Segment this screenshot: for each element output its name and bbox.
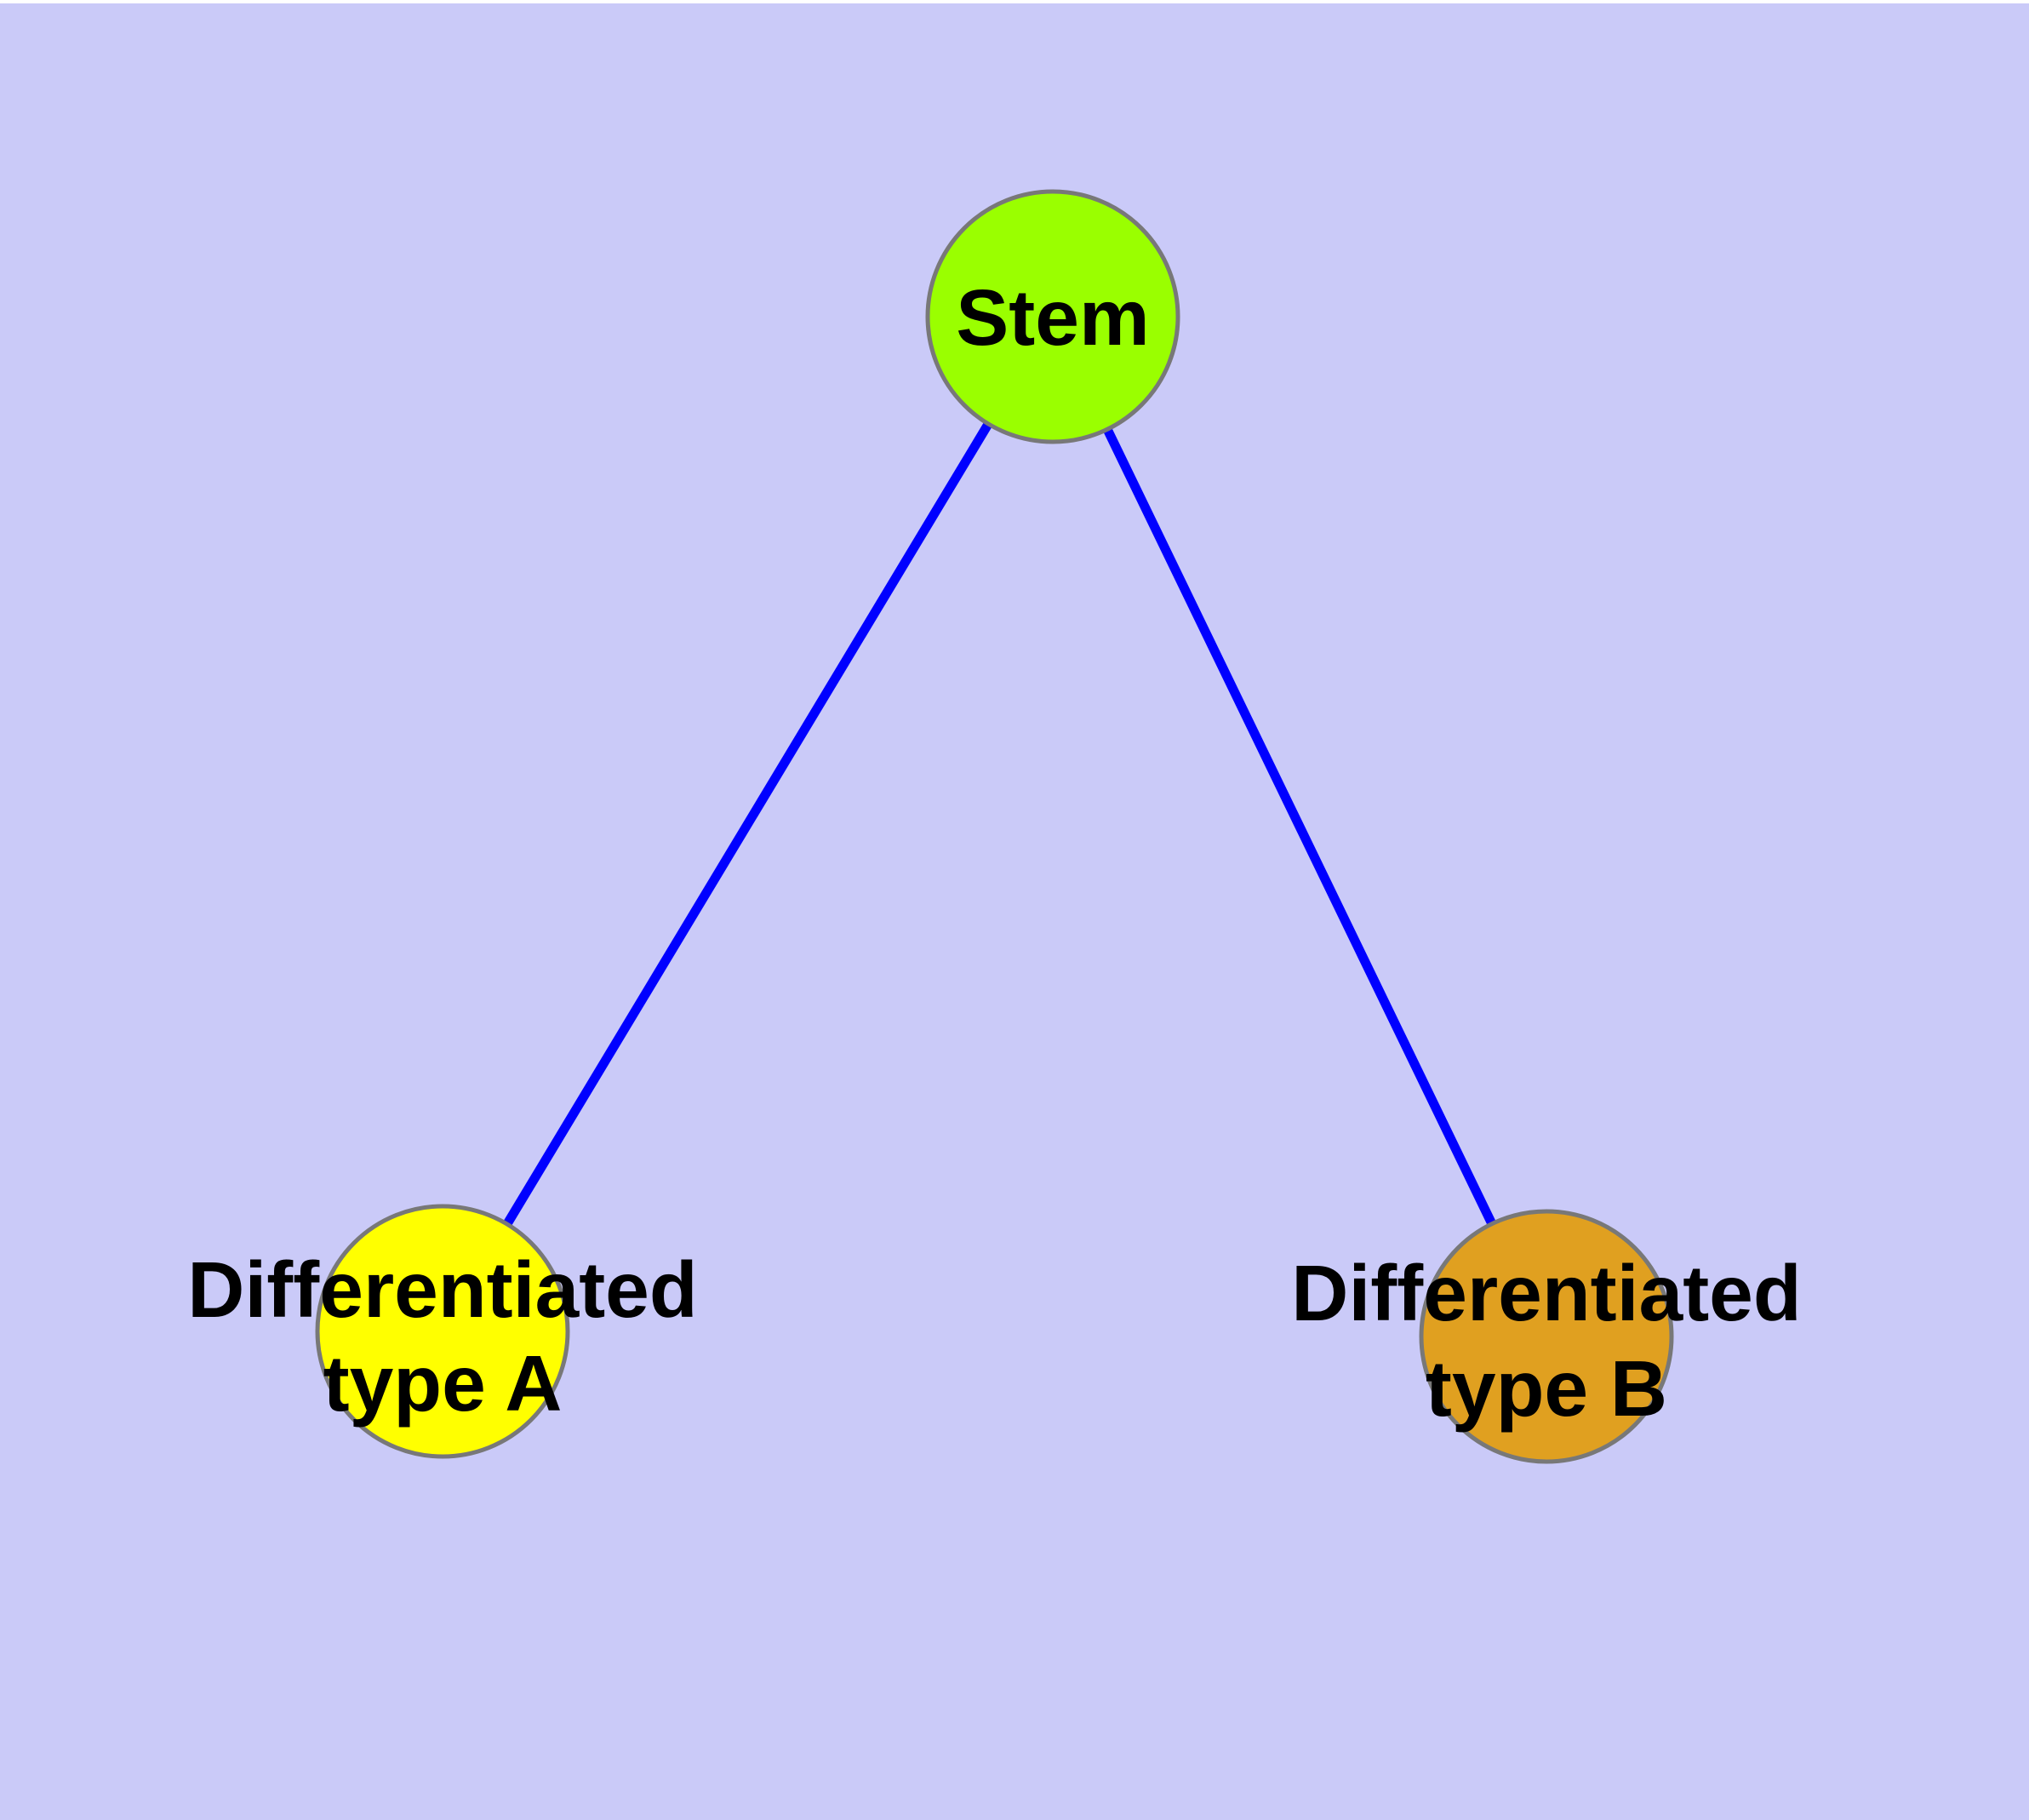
top-edge-strip [0, 0, 2029, 3]
node-type-a-circle [315, 1204, 570, 1459]
edge-stem-to-type-b [1049, 314, 1551, 1339]
node-stem-circle [925, 189, 1180, 444]
node-differentiated-type-a: Differentiated type A [187, 1204, 698, 1459]
node-type-b-label-line2: type B [1426, 1344, 1667, 1433]
node-differentiated-type-b: Differentiated type B [1291, 1209, 1802, 1464]
node-type-a-label-line1: Differentiated [187, 1245, 697, 1334]
node-stem: Stem [925, 189, 1180, 444]
node-type-b-circle [1419, 1209, 1674, 1464]
node-type-b-label-line1: Differentiated [1291, 1249, 1801, 1337]
edge-stem-to-type-a [438, 314, 1057, 1334]
node-stem-label: Stem [956, 273, 1149, 362]
node-type-a-label-line2: type A [323, 1339, 563, 1428]
